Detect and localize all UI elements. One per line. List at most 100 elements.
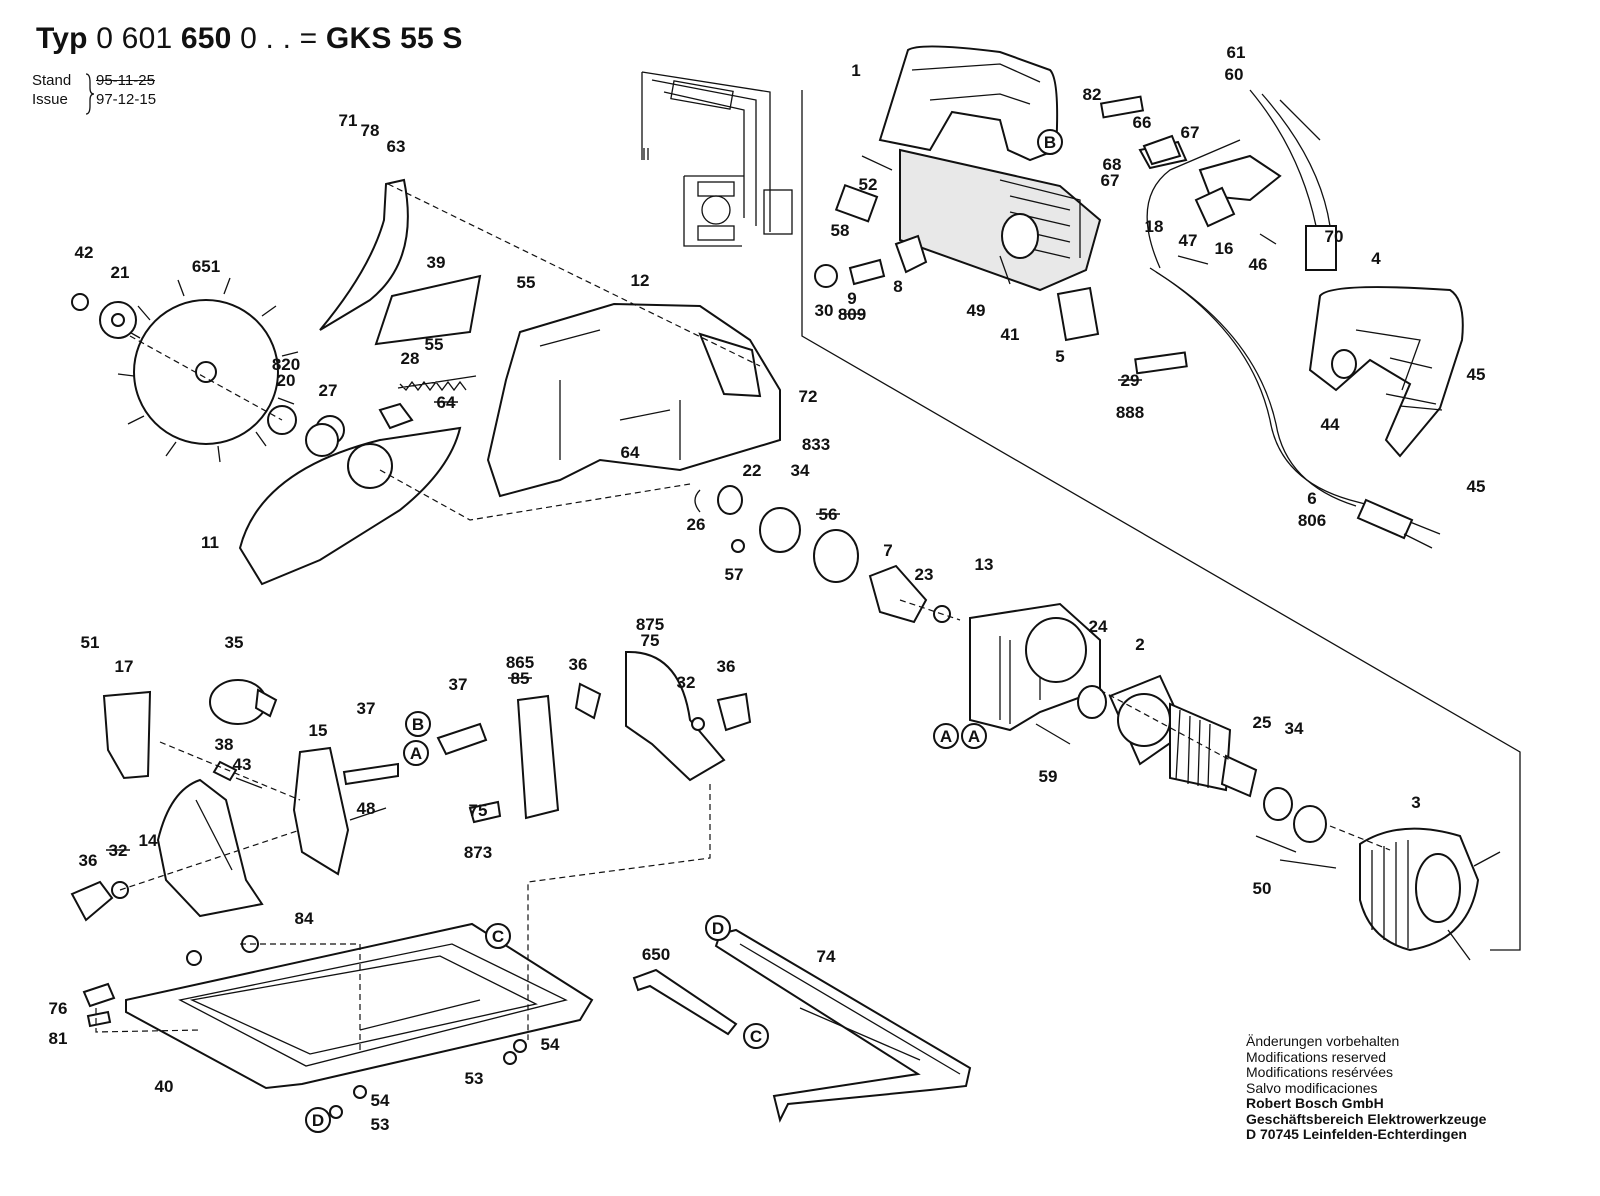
part-number-label: 43 [233, 755, 252, 774]
part-number-label: 42 [75, 243, 94, 262]
main-blade-guard [486, 302, 781, 498]
part-number-label: 40 [155, 1077, 174, 1096]
part-number-label: 55 [517, 273, 536, 292]
hex-key [632, 968, 738, 1036]
part-number-label: 14 [139, 831, 158, 850]
issue-date: 97-12-15 [96, 91, 157, 108]
part-number-label: 3 [1411, 793, 1420, 812]
part-number-label: 63 [387, 137, 406, 156]
part-number-label: 37 [449, 675, 468, 694]
part-number-label: 82 [1083, 85, 1102, 104]
svg-text:C: C [492, 927, 504, 946]
part-number-label: 23 [915, 565, 934, 584]
page-title: Typ 0 601 650 0 . . = GKS 55 S [36, 22, 463, 55]
spindle-parts [694, 485, 951, 624]
small-fasteners-upper [814, 95, 1443, 411]
part-number-label: 873 [464, 843, 492, 862]
part-number-label: 49 [967, 301, 986, 320]
part-number-label: 50 [1253, 879, 1272, 898]
part-number-label: 71 [339, 111, 358, 130]
reference-marker-c: C [485, 923, 511, 949]
svg-text:A: A [410, 744, 422, 763]
motor-housing [878, 45, 1102, 292]
label-58 [834, 183, 879, 223]
reference-marker-d: D [305, 1107, 331, 1133]
part-number-label: 34 [791, 461, 810, 480]
part-number-label: 68 [1103, 155, 1122, 174]
part-number-label: 76 [49, 999, 68, 1018]
spring-28 [397, 375, 477, 392]
part-number-label: 30 [815, 301, 834, 320]
part-number-label: 46 [1249, 255, 1268, 274]
part-number-label: 27 [319, 381, 338, 400]
part-number-label: 54 [541, 1035, 560, 1054]
part-number-label: 48 [357, 799, 376, 818]
part-number-label: 37 [357, 699, 376, 718]
svg-text:B: B [1044, 133, 1056, 152]
part-number-label: 28 [401, 349, 420, 368]
part-number-label: 20 [277, 371, 296, 390]
footer-line: Modifications resérvées [1246, 1064, 1394, 1080]
rating-plate [1134, 351, 1188, 375]
bevel-adjustment-parts [70, 679, 399, 966]
part-number-label: 59 [1039, 767, 1058, 786]
part-number-label: 44 [1321, 415, 1340, 434]
stand-date: 95-11-25 [96, 72, 155, 89]
blade-flanges [71, 293, 339, 457]
part-number-label: 2 [1135, 635, 1144, 654]
motor-assembly-frame [801, 90, 1521, 951]
footer-line: Modifications reserved [1246, 1048, 1387, 1065]
part-number-label: 18 [1145, 217, 1164, 236]
label-39 [374, 274, 482, 346]
part-number-label: 21 [111, 263, 130, 282]
assembly-lines [95, 183, 1391, 1054]
part-number-label: 9 [847, 289, 856, 308]
part-number-label: 34 [1285, 719, 1304, 738]
svg-text:A: A [940, 727, 952, 746]
field-winding [1255, 827, 1501, 961]
reference-marker-c: C [743, 1023, 769, 1049]
date-brace [85, 73, 95, 115]
part-number-label: 650 [642, 945, 670, 964]
part-number-label: 4 [1371, 249, 1381, 268]
svg-text:D: D [312, 1111, 324, 1130]
part-number-label: 55 [425, 335, 444, 354]
part-number-label: 13 [975, 555, 994, 574]
part-number-label: 72 [799, 387, 818, 406]
footer-line: Änderungen vorbehalten [1246, 1033, 1400, 1049]
part-number-label: 39 [427, 253, 446, 272]
part-number-label: 52 [859, 175, 878, 194]
part-number-label: 17 [115, 657, 134, 676]
part-drawings [70, 45, 1521, 1123]
part-number-label: 51 [81, 633, 100, 652]
part-number-label: 67 [1101, 171, 1120, 190]
part-number-label: 70 [1325, 227, 1344, 246]
reference-marker-a: A [961, 723, 987, 749]
gear-housing [969, 602, 1101, 745]
part-number-label: 75 [641, 631, 660, 650]
part-number-label: 36 [569, 655, 588, 674]
reference-marker-a: A [403, 740, 429, 766]
parallel-guide-parts [436, 650, 752, 824]
reference-marker-b: B [405, 711, 431, 737]
reference-marker-a: A [933, 723, 959, 749]
part-number-label: 53 [371, 1115, 390, 1134]
part-number-label: 74 [817, 947, 836, 966]
part-number-label: 875 [636, 615, 664, 634]
part-number-label: 81 [49, 1029, 68, 1048]
part-number-label: 78 [361, 121, 380, 140]
part-number-label: 67 [1181, 123, 1200, 142]
part-number-label: 651 [192, 257, 220, 276]
part-number-label: 1 [851, 61, 860, 80]
reference-marker-b: B [1037, 129, 1063, 155]
parallel-guide-rail [714, 928, 972, 1123]
part-number-label: 25 [1253, 713, 1272, 732]
part-number-label: 32 [677, 673, 696, 692]
part-number-label: 24 [1089, 617, 1108, 636]
saw-blade [117, 277, 299, 463]
stand-label: Stand [32, 72, 72, 89]
part-number-label: 8 [893, 277, 902, 296]
